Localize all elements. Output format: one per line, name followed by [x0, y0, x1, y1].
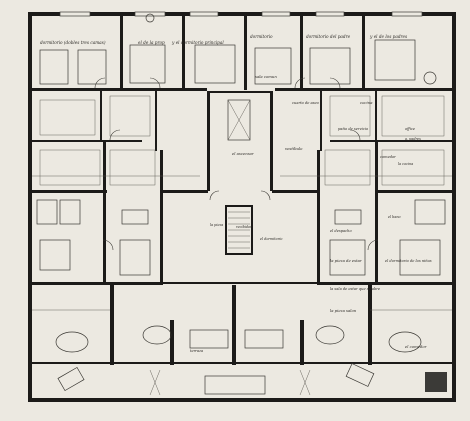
label-r15: la pieza de estar [330, 258, 362, 263]
label-r6: y el de los padres [369, 34, 407, 39]
label-r21: terraza [190, 349, 203, 353]
label-r7: sala comun [255, 74, 277, 79]
label-r1: dormitorio (dobles tres camas) [40, 40, 106, 45]
label-r12: patio de servicio [338, 127, 369, 131]
label-r23: la pieza [210, 223, 223, 227]
label-r22: recibidor [236, 225, 252, 229]
label-r11: cuarto de aseo [292, 101, 320, 105]
label-r16: la pieza salon [330, 308, 357, 313]
label-r14: comedor [380, 155, 396, 159]
label-r3: y el dormitorio principal [171, 40, 224, 45]
furniture-lines [32, 13, 452, 396]
outer-walls [28, 11, 456, 402]
room-labels: dormitorio (dobles tres camas) el de la … [40, 34, 432, 353]
label-r8: cocina [360, 100, 373, 105]
label-r24: el bano [388, 215, 401, 219]
label-r19: el dormitorio de los niños [385, 259, 432, 263]
label-r26: el dormitorio [260, 237, 282, 241]
label-r9: el ascensor [232, 151, 254, 156]
label-r10: vestíbulo [285, 146, 303, 151]
label-r20: la sala de estar que se abre [330, 287, 380, 291]
label-r27: a. padres [405, 137, 421, 141]
door-swings [94, 77, 379, 251]
label-r4: dormitorio [250, 34, 273, 39]
label-r5: dormitorio del padre [306, 34, 351, 39]
label-r2: el de la prop [138, 40, 165, 45]
interior-walls [32, 16, 452, 365]
label-r17: el comedor [405, 344, 427, 349]
label-r18: el despacho [330, 229, 352, 233]
label-r25: la cocina [398, 162, 413, 166]
label-r13: office [405, 127, 415, 131]
